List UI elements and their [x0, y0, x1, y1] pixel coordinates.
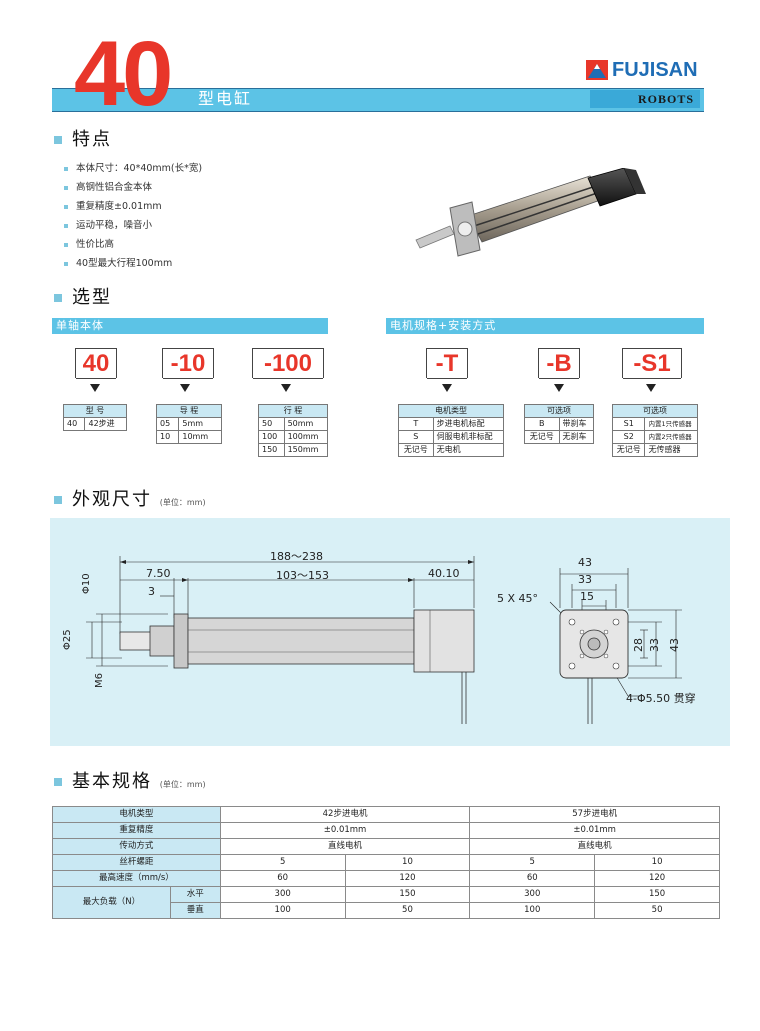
- feature-item: 性价比高: [64, 238, 114, 252]
- feature-item: 本体尺寸：40*40mm(长*宽): [64, 162, 202, 176]
- pointer-icon: [90, 384, 100, 392]
- feature-item: 40型最大行程100mm: [64, 257, 172, 271]
- dim-shaft: 3: [148, 585, 155, 598]
- product-photo: [415, 168, 646, 257]
- table-row: 最大负载（N） 水平 300 150 300 150: [52, 886, 720, 919]
- bullet-icon: [64, 204, 68, 209]
- section-marker: [54, 136, 62, 144]
- motor-spec-bar: 电机规格+安装方式: [386, 318, 704, 334]
- table-row: 重复精度 ±0.01mm ±0.01mm: [52, 822, 720, 839]
- brand-name: FUJISAN: [612, 59, 698, 81]
- pointer-icon: [554, 384, 564, 392]
- table-row: 电机类型 42步进电机 57步进电机: [52, 806, 720, 823]
- table-row: 垂直 100 50 100 50: [53, 902, 720, 919]
- product-type: 型电缸: [198, 89, 253, 108]
- table-row: 最高速度（mm/s） 60 120 60 120: [52, 870, 720, 887]
- bullet-icon: [64, 166, 68, 171]
- dimensions-title: 外观尺寸 (单位：mm): [72, 489, 206, 510]
- code-sensor: -S1: [622, 348, 682, 379]
- side-view-drawing: [86, 556, 682, 724]
- dim-h28: 28: [632, 638, 645, 652]
- dim-chamfer: 5 X 45°: [497, 592, 539, 605]
- code-lead: -10: [162, 348, 214, 379]
- table-row: 丝杆螺距 5 10 5 10: [52, 854, 720, 871]
- dim-holes: 4-Φ5.50 贯穿: [626, 692, 696, 705]
- fujisan-logo-icon: [586, 60, 608, 80]
- sub-brand: ROBOTS: [590, 90, 700, 108]
- code-model: 40: [75, 348, 117, 379]
- pointer-icon: [646, 384, 656, 392]
- pointer-icon: [442, 384, 452, 392]
- model-number: 40: [74, 23, 173, 125]
- feature-item: 运动平稳，噪音小: [64, 219, 152, 233]
- table-row: 传动方式 直线电机 直线电机: [52, 838, 720, 855]
- bullet-icon: [64, 242, 68, 247]
- section-marker: [54, 496, 62, 504]
- code-stroke: -100: [252, 348, 324, 379]
- dim-total: 188～238: [270, 550, 323, 563]
- dim-w43: 43: [578, 556, 592, 569]
- dim-front: 7.50: [146, 567, 171, 580]
- dim-h43: 43: [668, 638, 681, 652]
- dim-h33: 33: [648, 638, 661, 652]
- single-axis-bar: 单轴本体: [52, 318, 328, 334]
- dim-w33: 33: [578, 573, 592, 586]
- section-marker: [54, 294, 62, 302]
- dim-body: 103～153: [276, 569, 329, 582]
- feature-item: 高钢性铝合金本体: [64, 181, 152, 195]
- selection-title: 选型: [72, 287, 112, 308]
- features-title: 特点: [72, 129, 112, 150]
- code-brake: -B: [538, 348, 580, 379]
- dim-w15: 15: [580, 590, 594, 603]
- pointer-icon: [180, 384, 190, 392]
- bullet-icon: [64, 223, 68, 228]
- dim-d25: Φ25: [62, 629, 73, 650]
- bullet-icon: [64, 261, 68, 266]
- bullet-icon: [64, 185, 68, 190]
- code-motor: -T: [426, 348, 468, 379]
- dim-m6: M6: [94, 673, 105, 688]
- spec-table: 电机类型 42步进电机 57步进电机 重复精度 ±0.01mm ±0.01mm …: [52, 806, 720, 919]
- feature-item: 重复精度±0.01mm: [64, 200, 162, 214]
- dim-motor: 40.10: [428, 567, 460, 580]
- specs-title: 基本规格 (单位：mm): [72, 771, 206, 792]
- dim-d10: Φ10: [81, 573, 92, 594]
- section-marker: [54, 778, 62, 786]
- pointer-icon: [281, 384, 291, 392]
